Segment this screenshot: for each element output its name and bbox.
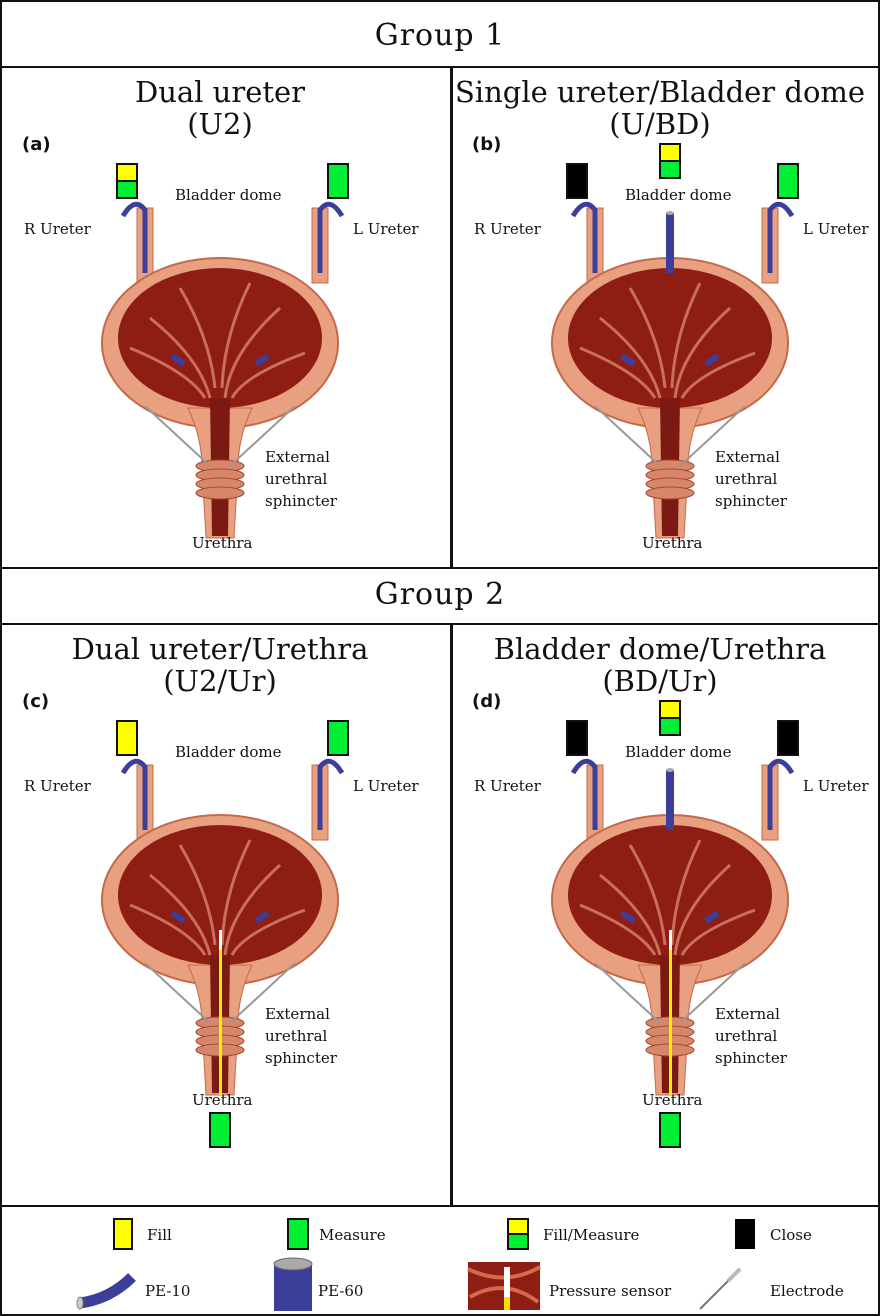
legend-close-swatch: [735, 1219, 755, 1249]
sphincter-label-3: sphincter: [265, 1047, 337, 1069]
left-ureter-port: [778, 721, 798, 755]
pressure-sensor-tip: [669, 930, 672, 950]
left-ureter-port: [328, 164, 348, 198]
divider: [0, 567, 880, 569]
panel-title-line2: (U2): [0, 108, 440, 140]
urethra-label: Urethra: [192, 1091, 253, 1109]
left-ureter-port: [778, 164, 798, 198]
panel-title-line1: Single ureter/Bladder dome: [440, 76, 880, 108]
l-ureter-label: L Ureter: [803, 220, 869, 238]
dome-pe60-tube: [666, 213, 674, 273]
panel-title-line2: (U2/Ur): [0, 665, 440, 697]
sphincter-label-1: External: [715, 1003, 780, 1025]
group-1-title: Group 1: [0, 18, 880, 53]
bladder-lumen: [568, 268, 772, 408]
legend-fill-label: Fill: [147, 1226, 172, 1244]
legend-fill-measure-swatch-top: [508, 1219, 528, 1234]
bladder-dome-label: Bladder dome: [625, 743, 732, 761]
r-ureter-label: R Ureter: [474, 777, 541, 795]
divider: [450, 625, 453, 1205]
sphincter-label-1: External: [715, 446, 780, 468]
l-ureter-label: L Ureter: [353, 777, 419, 795]
bladder-diagram: [0, 68, 440, 568]
legend-fill-measure-swatch-bottom: [508, 1234, 528, 1249]
bladder-dome-port-measure: [660, 718, 680, 735]
bladder-dome-label: Bladder dome: [175, 743, 282, 761]
right-ureter-port-measure: [117, 181, 137, 198]
sphincter-ring: [196, 487, 244, 499]
dome-pe60-tube: [666, 770, 674, 830]
sphincter-label-3: sphincter: [715, 490, 787, 512]
sphincter-label-2: urethral: [715, 1025, 777, 1047]
panel-b: Single ureter/Bladder dome(U/BD)(b) Bladd…: [440, 68, 880, 568]
r-ureter-label: R Ureter: [24, 220, 91, 238]
sphincter-label-3: sphincter: [265, 490, 337, 512]
bladder-dome-port-fill: [660, 701, 680, 718]
right-ureter-port: [567, 721, 587, 755]
legend-fill-swatch: [114, 1219, 132, 1249]
pressure-sensor: [669, 930, 672, 1095]
legend-sensor-tip: [504, 1267, 510, 1297]
bladder-diagram: [0, 625, 440, 1205]
urethra-port: [660, 1113, 680, 1147]
panel-a: Dual ureter(U2)(a) Bladder dome R Ureter L …: [0, 68, 440, 568]
pressure-sensor-tip: [219, 930, 222, 950]
legend-pe60-top: [274, 1258, 312, 1270]
bladder-dome-port-fill: [660, 144, 680, 161]
sphincter-label-3: sphincter: [715, 1047, 787, 1069]
legend-electrode-label: Electrode: [770, 1282, 844, 1300]
sphincter-ring: [646, 487, 694, 499]
r-ureter-label: R Ureter: [474, 220, 541, 238]
legend-pe60-label: PE-60: [318, 1282, 363, 1300]
legend-graphics: [0, 1207, 880, 1313]
legend-pressure-sensor-label: Pressure sensor: [549, 1282, 671, 1300]
bladder-dome-port-measure: [660, 161, 680, 178]
urethra-port: [210, 1113, 230, 1147]
panel-title-line1: Dual ureter: [0, 76, 440, 108]
bladder-lumen: [118, 268, 322, 408]
right-ureter-port: [567, 164, 587, 198]
l-ureter-label: L Ureter: [803, 777, 869, 795]
legend-close-label: Close: [770, 1226, 812, 1244]
urethra-label: Urethra: [642, 534, 703, 552]
sphincter-label-1: External: [265, 1003, 330, 1025]
legend-pe10-label: PE-10: [145, 1282, 190, 1300]
panel-label: (d): [472, 691, 501, 712]
dome-pe60-top: [666, 211, 674, 215]
sphincter-label-2: urethral: [265, 1025, 327, 1047]
panel-c: Dual ureter/Urethra(U2/Ur)(c) Bladder dom…: [0, 625, 440, 1125]
legend-fill-measure-label: Fill/Measure: [543, 1226, 639, 1244]
panel-title-line2: (U/BD): [440, 108, 880, 140]
urethra-label: Urethra: [192, 534, 253, 552]
right-ureter-port: [117, 721, 137, 755]
panel-label: (b): [472, 134, 501, 155]
group-2-title: Group 2: [0, 577, 880, 612]
urethra-label: Urethra: [642, 1091, 703, 1109]
panel-label: (a): [22, 134, 51, 155]
legend-pe10-icon: [80, 1277, 132, 1303]
l-ureter-label: L Ureter: [353, 220, 419, 238]
panel-d: Bladder dome/Urethra(BD/Ur)(d) Bladder do…: [440, 625, 880, 1125]
panel-label: (c): [22, 691, 49, 712]
legend-measure-label: Measure: [319, 1226, 386, 1244]
sphincter-label-1: External: [265, 446, 330, 468]
bladder-dome-label: Bladder dome: [625, 186, 732, 204]
left-ureter-port: [328, 721, 348, 755]
r-ureter-label: R Ureter: [24, 777, 91, 795]
legend-measure-swatch: [288, 1219, 308, 1249]
legend-pe10-end: [77, 1297, 83, 1309]
bladder-diagram: [440, 625, 880, 1205]
panel-title-line1: Bladder dome/Urethra: [440, 633, 880, 665]
sphincter-label-2: urethral: [715, 468, 777, 490]
sphincter-label-2: urethral: [265, 468, 327, 490]
pressure-sensor: [219, 930, 222, 1095]
divider: [450, 68, 453, 567]
dome-pe60-top: [666, 768, 674, 772]
right-ureter-port-fill: [117, 164, 137, 181]
panel-title-line2: (BD/Ur): [440, 665, 880, 697]
bladder-diagram: [440, 68, 880, 568]
panel-title-line1: Dual ureter/Urethra: [0, 633, 440, 665]
bladder-dome-label: Bladder dome: [175, 186, 282, 204]
